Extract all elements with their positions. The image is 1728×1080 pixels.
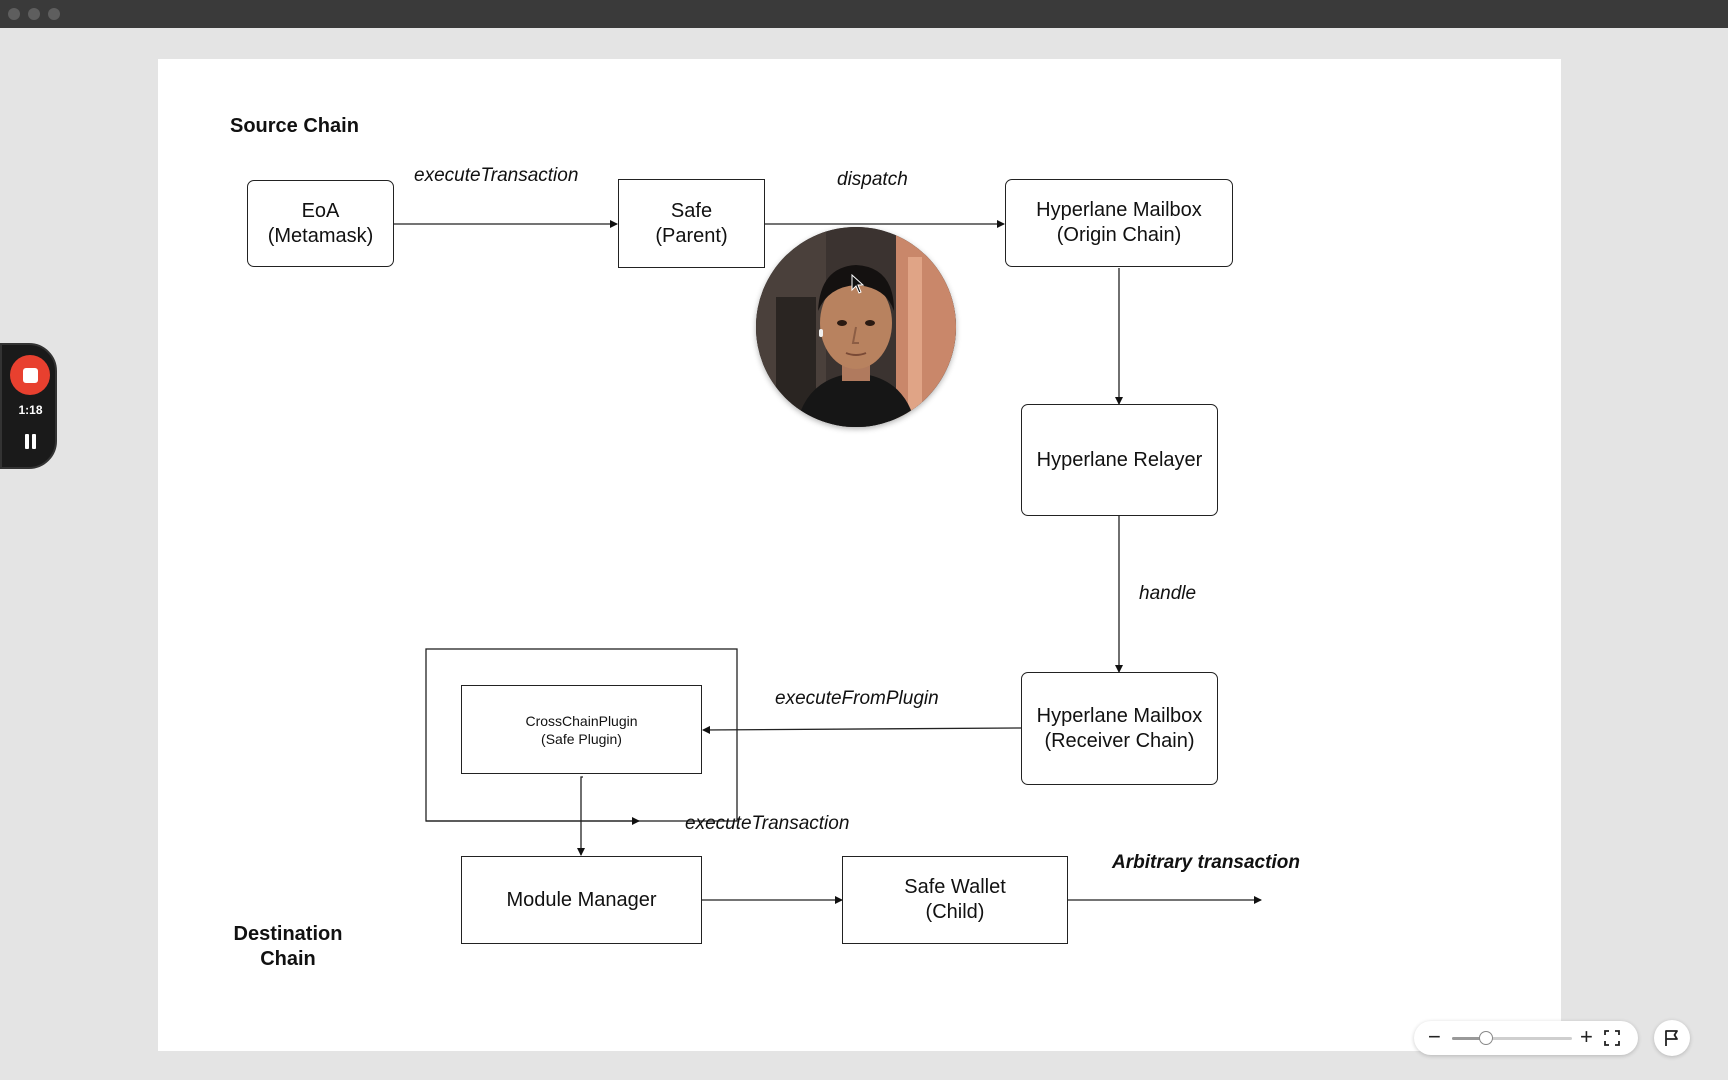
fit-to-screen-icon[interactable]: [1604, 1030, 1620, 1046]
node-mailbox-receiver[interactable]: Hyperlane Mailbox (Receiver Chain): [1021, 672, 1218, 785]
edge-label-arbitrary-transaction: Arbitrary transaction: [1112, 852, 1300, 873]
pause-recording-button[interactable]: [24, 434, 38, 450]
node-crosschain-plugin[interactable]: CrossChainPlugin (Safe Plugin): [461, 685, 702, 774]
recorder-widget: 1:18: [0, 343, 57, 469]
node-eoa[interactable]: EoA (Metamask): [247, 180, 394, 267]
edge-label-execute-from-plugin: executeFromPlugin: [775, 688, 939, 709]
minimize-window-button[interactable]: [28, 8, 40, 20]
edge-label-dispatch: dispatch: [837, 169, 908, 190]
presenter-avatar: [756, 227, 956, 427]
node-safe-parent[interactable]: Safe (Parent): [618, 179, 765, 268]
stop-recording-button[interactable]: [10, 355, 50, 395]
close-window-button[interactable]: [8, 8, 20, 20]
flag-button[interactable]: [1654, 1020, 1690, 1056]
zoom-slider-fill: [1452, 1037, 1486, 1040]
node-module-manager[interactable]: Module Manager: [461, 856, 702, 944]
zoom-controls: − +: [1414, 1021, 1638, 1055]
edge-label-execute-transaction-bottom: executeTransaction: [685, 813, 850, 834]
zoom-in-button[interactable]: +: [1580, 1024, 1593, 1049]
edge-label-execute-transaction-top: executeTransaction: [414, 165, 579, 186]
node-mailbox-origin[interactable]: Hyperlane Mailbox (Origin Chain): [1005, 179, 1233, 267]
section-label-source-chain: Source Chain: [230, 115, 359, 137]
window-titlebar: [0, 0, 1728, 28]
node-safe-wallet-child[interactable]: Safe Wallet (Child): [842, 856, 1068, 944]
pause-icon: [25, 434, 29, 449]
node-relayer[interactable]: Hyperlane Relayer: [1021, 404, 1218, 516]
webcam-bubble[interactable]: [756, 227, 956, 427]
zoom-out-button[interactable]: −: [1428, 1024, 1441, 1049]
stop-icon: [22, 367, 38, 383]
zoom-slider-thumb[interactable]: [1478, 1031, 1493, 1045]
zoom-slider[interactable]: [1452, 1031, 1572, 1045]
edge-label-handle: handle: [1139, 583, 1197, 604]
recording-timer: 1:18: [18, 403, 43, 417]
section-label-destination-chain: Destination Chain: [233, 923, 343, 970]
zoom-window-button[interactable]: [48, 8, 60, 20]
flag-icon: [1665, 1030, 1678, 1046]
mouse-cursor-icon: [851, 274, 865, 294]
